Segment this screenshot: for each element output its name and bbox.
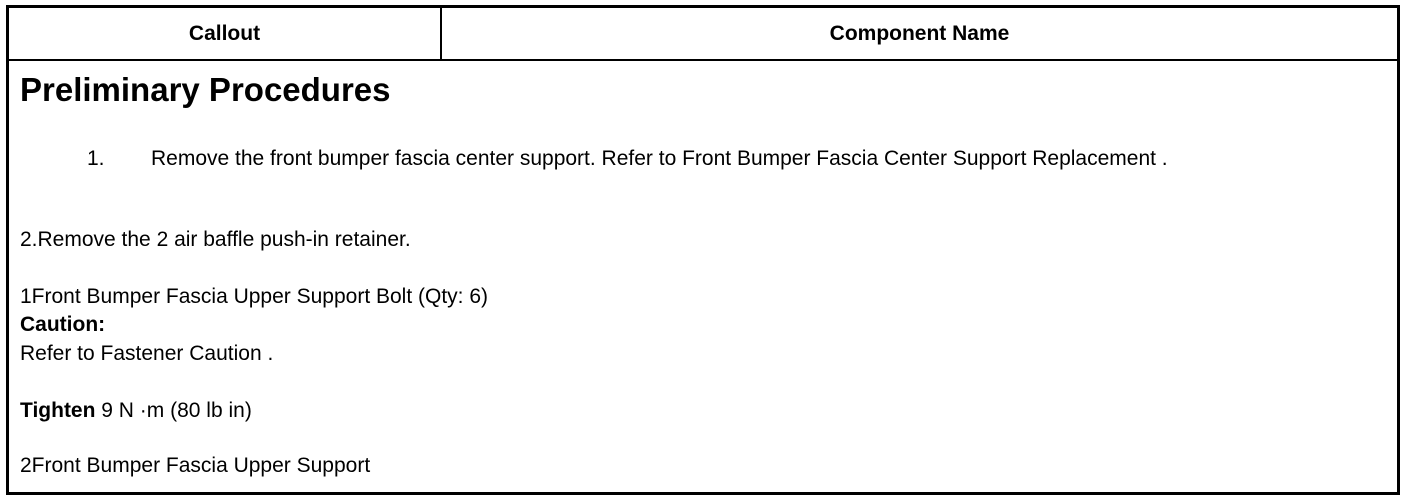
column-header-callout: Callout [9,8,442,59]
table-body: Preliminary Procedures 1. Remove the fro… [9,61,1397,492]
item-1-label: 1Front Bumper Fascia Upper Support Bolt … [20,285,489,308]
step-1-number: 1. [87,147,105,170]
caution-label: Caution: [20,313,106,336]
item-2-label: 2Front Bumper Fascia Upper Support [20,454,371,477]
caution-text: Refer to Fastener Caution . [20,342,274,365]
step-2-text: 2.Remove the 2 air baffle push-in retain… [20,228,411,251]
tighten-spec: Tighten 9 N ·m (80 lb in) [20,399,252,423]
step-1-text: Remove the front bumper fascia center su… [151,147,1168,170]
procedure-table: Callout Component Name Preliminary Proce… [6,5,1400,495]
tighten-value: 9 N ·m (80 lb in) [95,399,252,422]
table-header-row: Callout Component Name [9,8,1397,61]
column-header-component-name: Component Name [829,21,1010,45]
tighten-label: Tighten [20,399,96,422]
section-title: Preliminary Procedures [20,71,391,108]
